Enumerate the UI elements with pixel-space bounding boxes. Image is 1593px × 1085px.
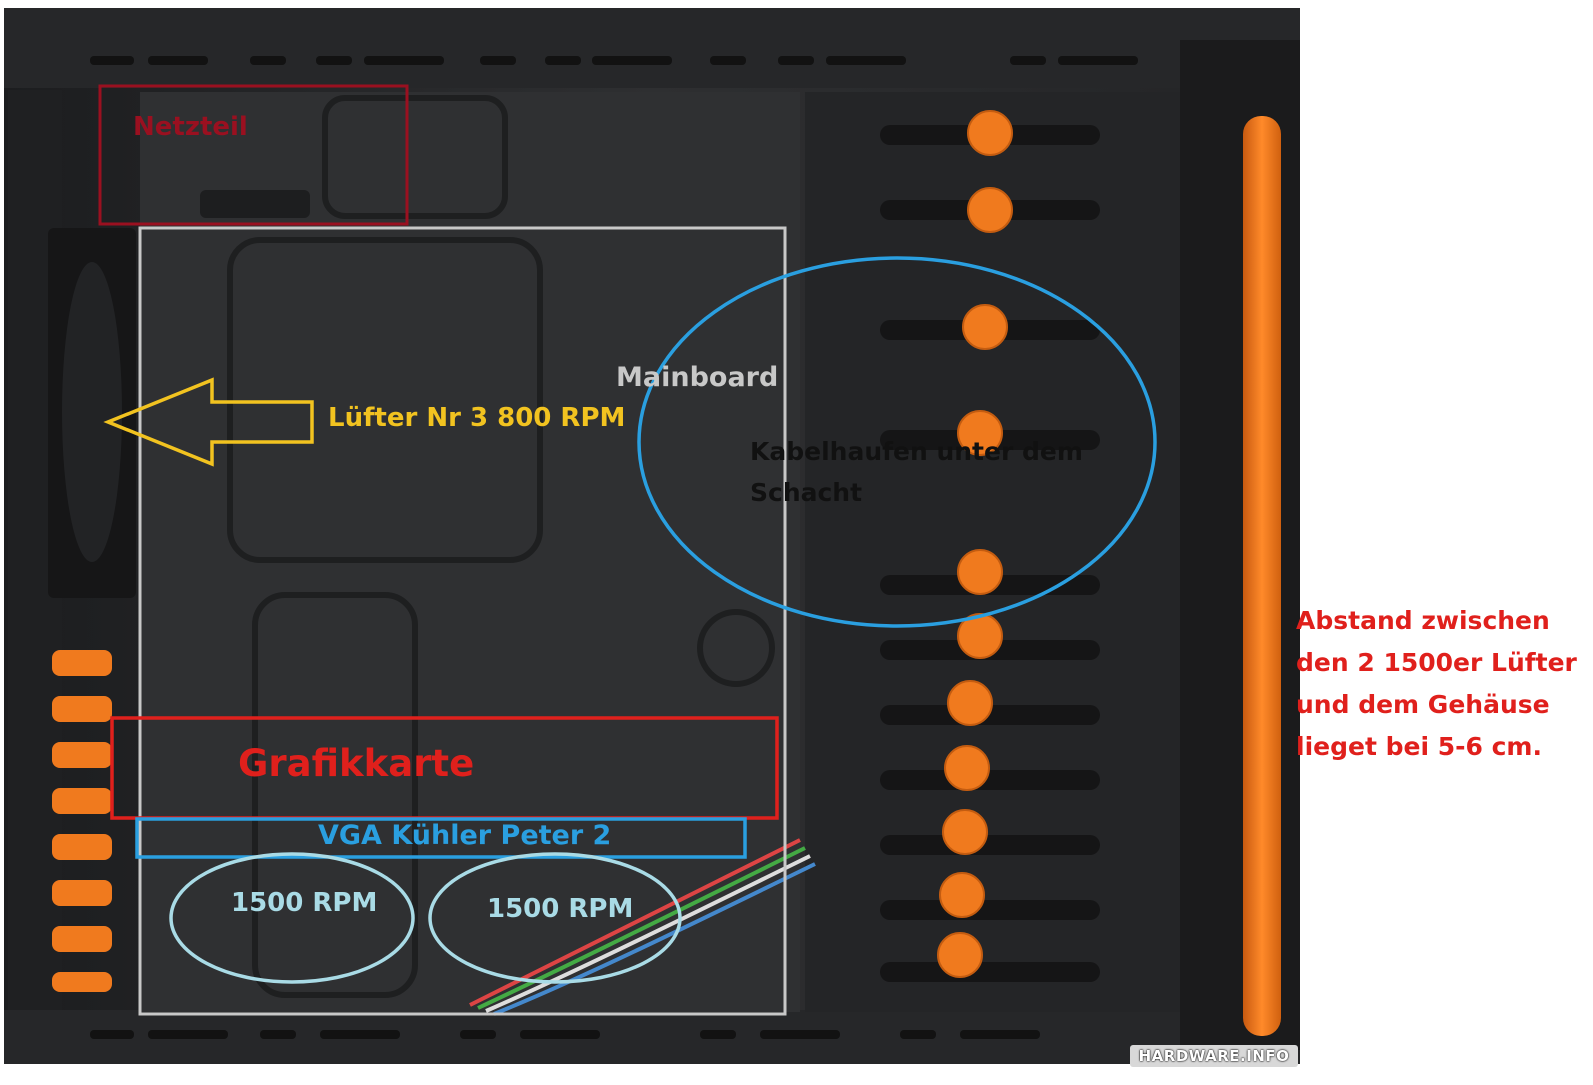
fan-left-circle <box>169 852 415 984</box>
bottom-vents <box>90 1030 1040 1039</box>
psu-slot <box>200 190 310 218</box>
drive-bay-clips <box>937 110 1013 978</box>
mainboard-box <box>138 226 787 1016</box>
side-note-line: lieget bei 5-6 cm. <box>1296 732 1542 761</box>
rear-fan <box>48 228 136 598</box>
side-note-line: Abstand zwischen <box>1296 606 1550 635</box>
vga-label: VGA Kühler Peter 2 <box>318 820 612 851</box>
side-note: Abstand zwischen den 2 1500er Lüfter und… <box>1296 600 1586 768</box>
airflow-arrow <box>103 377 314 467</box>
kabel-label-line2: Schacht <box>750 478 863 507</box>
mainboard-label: Mainboard <box>616 362 779 393</box>
vga-box <box>135 817 747 859</box>
netzteil-box <box>98 84 409 226</box>
kabel-label-line1: Kabelhaufen unter dem <box>750 437 1083 466</box>
side-note-line: und dem Gehäuse <box>1296 690 1550 719</box>
front-orange-strip <box>1243 116 1281 1036</box>
expansion-clips <box>52 650 112 992</box>
watermark-logo: HARDWARE.INFO <box>1130 1045 1298 1067</box>
netzteil-label: Netzteil <box>133 112 248 142</box>
drive-cage <box>805 92 1180 1012</box>
fan-left-label: 1500 RPM <box>231 888 378 918</box>
fan-right-label: 1500 RPM <box>487 894 634 924</box>
side-note-line: den 2 1500er Lüfter <box>1296 648 1577 677</box>
cable-circle <box>637 256 1157 628</box>
cable-bundle <box>469 838 816 1016</box>
tray-cutouts <box>227 95 775 998</box>
luefter-label: Lüfter Nr 3 800 RPM <box>328 403 626 433</box>
case-top-rim <box>4 8 1300 88</box>
grafikkarte-label: Grafikkarte <box>238 742 475 785</box>
front-panel <box>1180 40 1300 1050</box>
top-vents <box>90 56 1138 65</box>
fan-right-circle <box>428 852 682 984</box>
